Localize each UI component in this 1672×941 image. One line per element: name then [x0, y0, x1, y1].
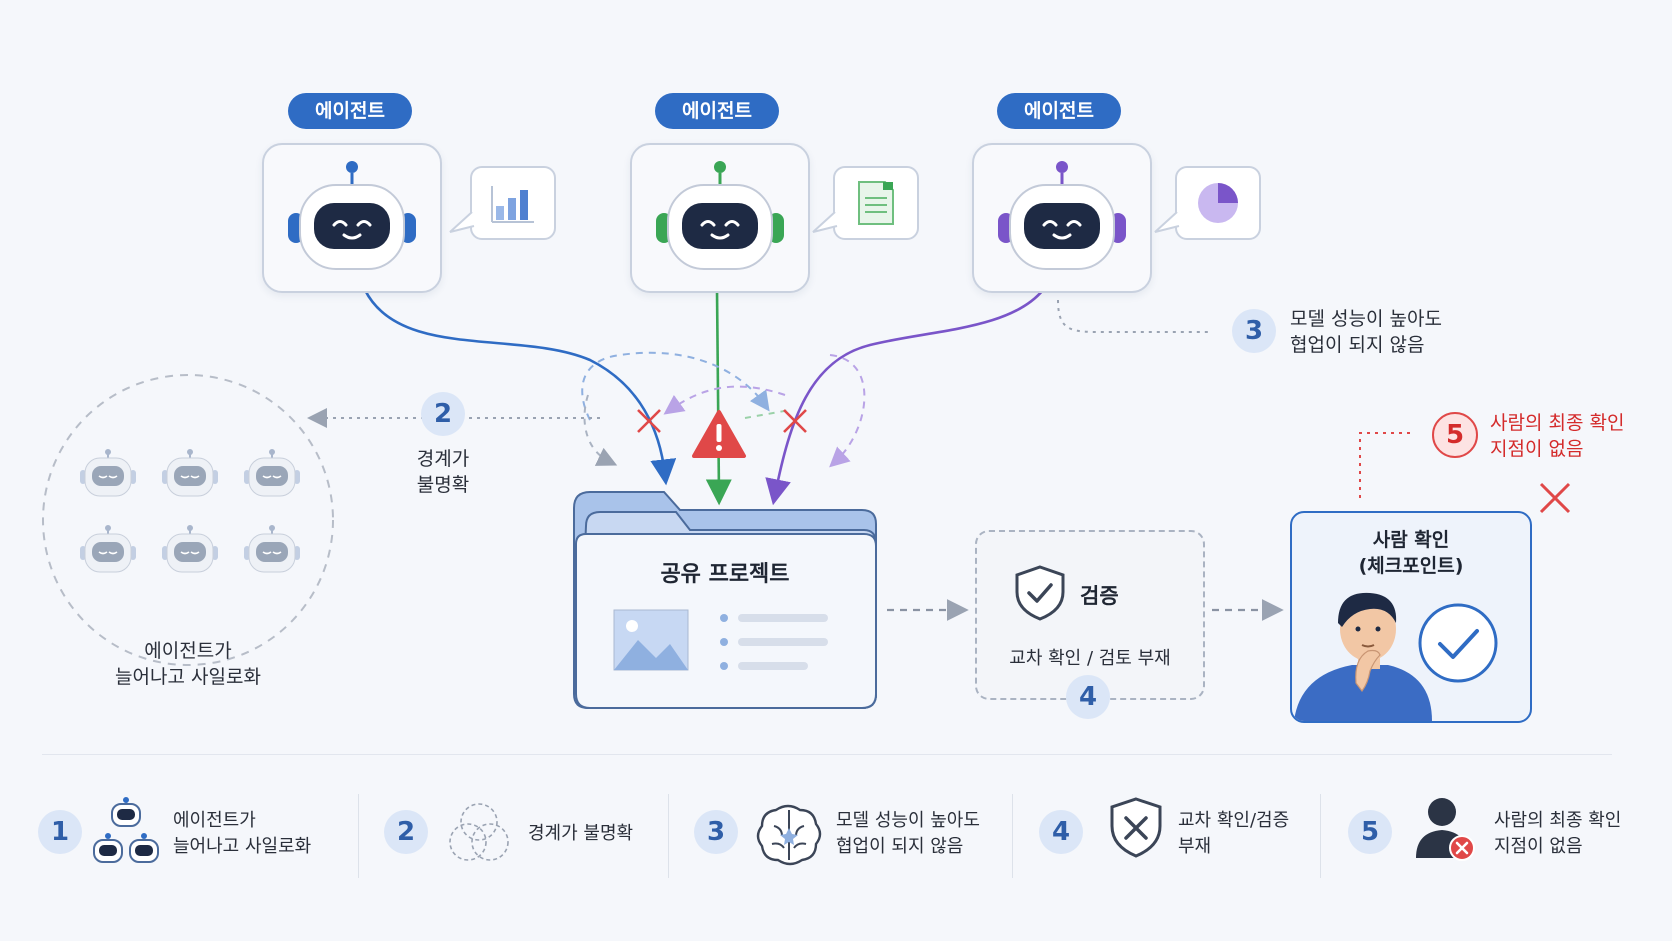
- agent-2-card[interactable]: [630, 143, 810, 293]
- agent-3-label: 에이전트: [997, 93, 1121, 129]
- pie-chart-icon: [1198, 183, 1238, 223]
- silo-caption-line1: 에이전트가: [144, 640, 232, 662]
- legend-3-line2: 협업이 되지 않음: [836, 836, 964, 857]
- agent-3-card[interactable]: [972, 143, 1152, 293]
- boundary-caption: 경계가 불명확: [384, 446, 502, 498]
- human-title-line1: 사람 확인: [1372, 529, 1450, 551]
- bar-chart-icon: [491, 186, 534, 223]
- verify-title: 검증: [1080, 584, 1119, 608]
- flow-green: [705, 289, 732, 506]
- step-4-badge: 4: [1066, 675, 1110, 719]
- thinking-person-icon: [1294, 592, 1432, 721]
- agent-1-label: 에이전트: [288, 93, 412, 129]
- legend-4-number: 4: [1039, 810, 1083, 854]
- shared-project-folder[interactable]: 공유 프로젝트: [572, 488, 878, 710]
- legend-4-line1: 교차 확인/검증: [1178, 810, 1290, 831]
- silo-boundary: [42, 374, 334, 666]
- multiple-robots-icon: [93, 797, 159, 863]
- robot-icon: [288, 161, 416, 270]
- legend-5-line1: 사람의 최종 확인: [1494, 810, 1622, 831]
- step-3-badge: 3: [1232, 309, 1276, 353]
- conflict-x-left: [637, 409, 661, 433]
- shared-project-title: 공유 프로젝트: [660, 562, 790, 587]
- legend-2-number: 2: [384, 810, 428, 854]
- human-missing-line1: 사람의 최종 확인: [1490, 412, 1625, 434]
- folder-icon: [573, 491, 877, 709]
- mini-robot: [80, 449, 300, 573]
- legend-divider: [668, 794, 669, 878]
- legend-3-number: 3: [694, 810, 738, 854]
- model-caption-line2: 협업이 되지 않음: [1290, 334, 1425, 356]
- model-caption: 모델 성능이 높아도 협업이 되지 않음: [1290, 306, 1490, 358]
- human-missing-caption: 사람의 최종 확인 지점이 없음: [1490, 410, 1670, 462]
- legend-4-line2: 부재: [1178, 836, 1212, 857]
- section-divider: [42, 754, 1612, 755]
- warning-icon: [692, 410, 746, 458]
- legend-3-text: 모델 성능이 높아도 협업이 되지 않음: [836, 808, 980, 860]
- legend-3-line1: 모델 성능이 높아도: [836, 810, 980, 831]
- boundary-caption-line1: 경계가: [416, 448, 470, 470]
- legend-divider: [358, 794, 359, 878]
- silo-robots-group: [70, 440, 310, 590]
- legend-5-number: 5: [1348, 810, 1392, 854]
- brain-icon: [756, 804, 822, 866]
- legend-2-line1: 경계가 불명확: [528, 823, 634, 844]
- silo-caption: 에이전트가 늘어나고 사일로화: [78, 638, 298, 690]
- shield-x-icon: [1110, 797, 1162, 858]
- human-title: 사람 확인 (체크포인트): [1292, 527, 1530, 579]
- shield-check-icon: [1015, 565, 1065, 621]
- missing-checkpoint-x-icon: [1539, 482, 1571, 514]
- legend-5-text: 사람의 최종 확인 지점이 없음: [1494, 808, 1621, 860]
- verify-box[interactable]: 검증 교차 확인 / 검토 부재: [975, 530, 1205, 700]
- human-missing-line2: 지점이 없음: [1490, 438, 1584, 460]
- agent-3-output-bubble: [1175, 166, 1261, 240]
- human-title-line2: (체크포인트): [1358, 555, 1464, 577]
- legend-2-text: 경계가 불명확: [528, 821, 633, 847]
- overlapping-circles-icon: [449, 803, 509, 861]
- step-5-badge: 5: [1432, 412, 1478, 458]
- human-checkpoint-box[interactable]: 사람 확인 (체크포인트): [1290, 511, 1532, 723]
- multiple-robots-icon: [80, 449, 300, 573]
- document-icon: [858, 181, 894, 225]
- bubble-tail: [1154, 212, 1180, 233]
- robot-icon: [656, 161, 784, 270]
- flow-purple: [765, 289, 1045, 506]
- legend-1-number: 1: [38, 810, 82, 854]
- conflict-x-right: [783, 409, 807, 433]
- verify-subtitle: 교차 확인 / 검토 부재: [1009, 648, 1171, 669]
- checkmark-circle-icon: [1418, 603, 1498, 683]
- person-x-icon: [1416, 798, 1475, 861]
- legend-divider: [1320, 794, 1321, 878]
- robot-icon: [998, 161, 1126, 270]
- legend-1-line1: 에이전트가: [173, 810, 256, 831]
- flow-blue: [363, 289, 677, 486]
- agent-2-label: 에이전트: [655, 93, 779, 129]
- agent-1-output-bubble: [470, 166, 556, 240]
- legend-divider: [1012, 794, 1013, 878]
- legend-1-text: 에이전트가 늘어나고 사일로화: [173, 808, 311, 860]
- legend-1-line2: 늘어나고 사일로화: [173, 836, 312, 857]
- bubble-tail: [449, 212, 475, 233]
- bubble-tail: [812, 212, 838, 233]
- legend-5-line2: 지점이 없음: [1494, 836, 1583, 857]
- legend-4-text: 교차 확인/검증 부재: [1178, 808, 1289, 860]
- boundary-caption-line2: 불명확: [416, 474, 470, 496]
- legend: 1 에이전트가 늘어나고 사일로화 2 경계가 불명확 3: [0, 784, 1672, 894]
- silo-caption-line2: 늘어나고 사일로화: [115, 666, 261, 688]
- agent-1-card[interactable]: [262, 143, 442, 293]
- agent-2-output-bubble: [833, 166, 919, 240]
- step-2-badge: 2: [421, 392, 465, 436]
- model-caption-line1: 모델 성능이 높아도: [1290, 308, 1442, 330]
